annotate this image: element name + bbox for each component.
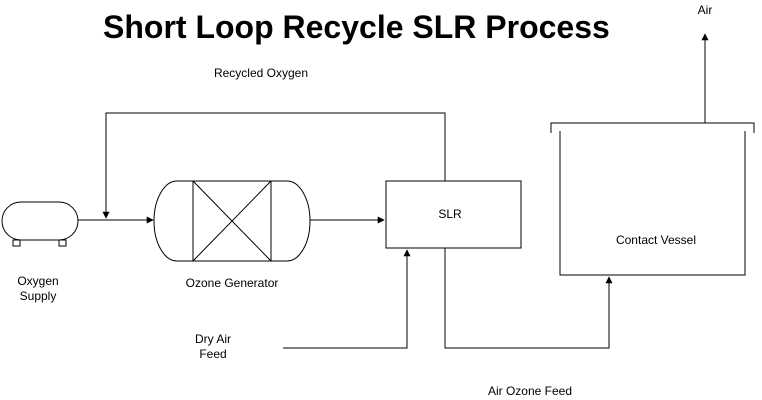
recycled-oxygen-label: Recycled Oxygen bbox=[213, 66, 309, 80]
ozone-generator-label: Ozone Generator bbox=[185, 276, 279, 290]
recycled-oxygen-line bbox=[102, 112, 446, 219]
slr-label: SLR bbox=[438, 207, 462, 221]
dry-air-feed-label-line1: Dry Air bbox=[195, 332, 231, 346]
contact-vessel-label: Contact Vessel bbox=[615, 233, 697, 247]
dry-air-feed-label-line2: Feed bbox=[199, 347, 227, 361]
oxygen-supply-tank bbox=[1, 201, 79, 247]
ozone-generator bbox=[153, 180, 311, 262]
air-ozone-feed-label: Air Ozone Feed bbox=[487, 384, 573, 398]
slr-box bbox=[385, 180, 522, 249]
dry-air-feed-line bbox=[283, 249, 411, 349]
oxygen-supply-label-line1: Oxygen bbox=[17, 274, 59, 288]
air-ozone-feed-line bbox=[444, 248, 613, 349]
page-title: Short Loop Recycle SLR Process bbox=[103, 9, 610, 45]
contact-vessel bbox=[550, 122, 755, 276]
dry-air-feed-label: Dry Air Feed bbox=[183, 332, 243, 362]
oxygen-supply-label: Oxygen Supply bbox=[8, 274, 68, 304]
air-label: Air bbox=[697, 3, 713, 17]
oxygen-supply-label-line2: Supply bbox=[19, 289, 57, 303]
